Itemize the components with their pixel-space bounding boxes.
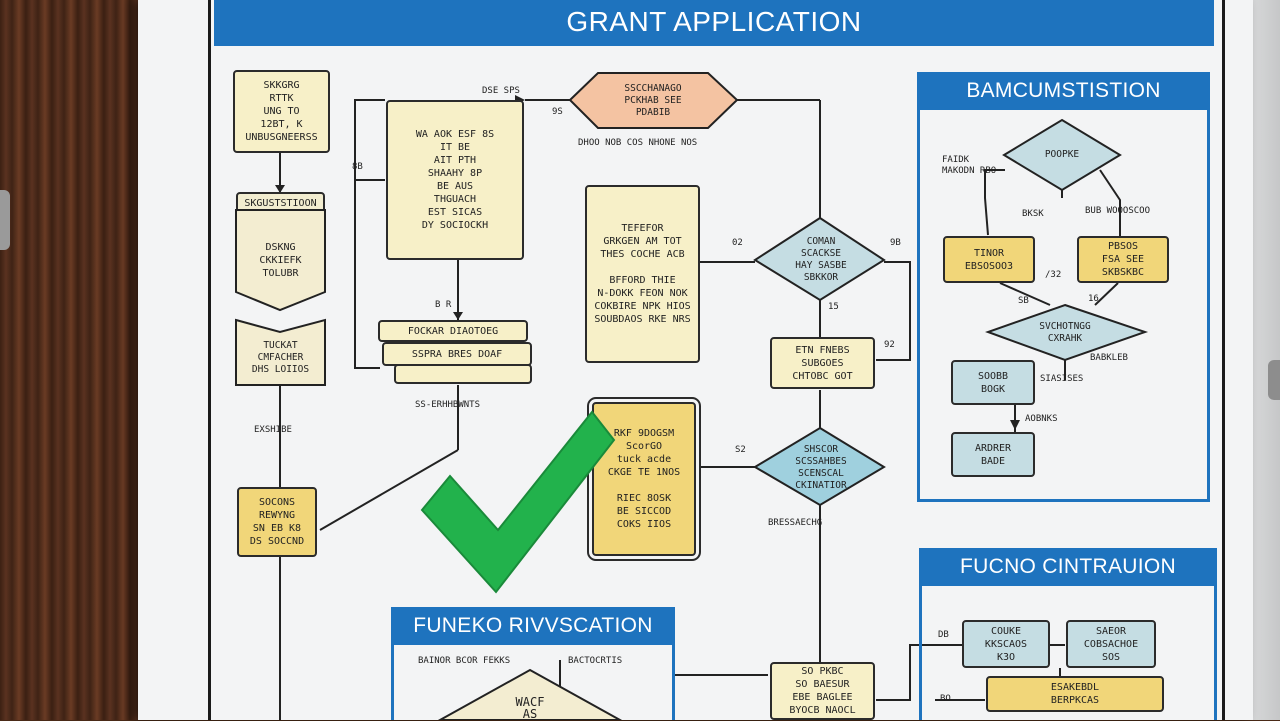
decision-diamond-1 [753,216,886,302]
label-8: 92 [884,340,895,350]
label-4: 8B [352,162,363,172]
label-26: BO [940,694,951,704]
label-23: SIASISES [1040,374,1084,384]
decision-diamond-3 [1002,118,1122,192]
label-5: 02 [732,238,743,248]
step-box-review: TEFEFOR GRKGEN AM TOT THES COCHE ACB BFF… [585,185,700,363]
step-box-stack-1: FOCKAR DIAOTOEG [378,320,528,342]
poster-frame [208,0,1225,720]
label-1: DSE SPS [482,86,520,96]
label-16: FAIDK MAKODN RBO [942,155,997,176]
decision-diamond-4 [985,303,1149,362]
step-box-stack-3 [394,364,532,384]
clip-left [0,190,10,250]
label-13: BRESSAECHG [768,518,823,528]
diamond-3-text: POOPKE [1044,149,1080,160]
label-19: /32 [1045,270,1062,280]
bottom-right-box-1: COUKE KKSCAOS K3O [962,620,1050,668]
section-header-bottom-mid: FUNEKO RIVVSCATION [391,607,675,645]
label-10: SS-ERHHBWNTS [415,400,481,410]
step-box-final: SO PKBC SO BAESUR EBE BAGLEE BYOCB NAOCL [770,662,875,720]
page-title: GRANT APPLICATION [214,0,1214,46]
right-box-3: SOOBB BOGK [951,360,1035,405]
step-box-1: SKKGRG RTTK UNG TO 12BT, K UNBUSGNEERSS [233,70,330,153]
label-12: S2 [735,445,746,455]
label-20: SB [1018,296,1029,306]
label-2: 9S [552,107,563,117]
hexagon-text: SSCCHANAGO PCKHAB SEE PDABIB [624,83,682,118]
decision-diamond-2 [753,426,886,507]
step-box-main: WA AOK ESF 8S IT BE AIT PTH SHAAHY 8P BE… [386,100,524,260]
label-24: AOBNKS [1025,414,1058,424]
wood-background [0,0,150,720]
section-header-right-bottom: FUCNO CINTRAUION [919,548,1217,586]
label-7: 15 [828,302,839,312]
step-box-3: TUCKAT CMFACHER DHS LOIIOS [251,339,310,375]
diamond-5-text: WACF AS [515,694,545,721]
right-box-2: PBSOS FSA SEE SKBSKBC [1077,236,1169,283]
right-box-1: TINOR EBSOSOO3 [943,236,1035,283]
label-9: B R [435,300,452,310]
label-15: BACTOCRTIS [568,656,623,666]
right-box-4: ARDRER BADE [951,432,1035,477]
bottom-right-box-2: SAEOR COBSACHOE SOS [1066,620,1156,668]
label-17: BKSK [1022,209,1044,219]
decision-diamond-5 [437,668,623,720]
clip-right [1268,360,1280,400]
label-6: 9B [890,238,901,248]
bottom-right-box-3: ESAKEBDL BERPKCAS [986,676,1164,712]
diamond-2-text: SHSCOR SCSSAHBES SCENSCAL CKINATIOR [795,444,847,491]
label-21: 16 [1088,294,1099,304]
label-22: BABKLEB [1090,353,1128,363]
label-25: DB [938,630,949,640]
label-11: EXSHIBE [254,425,292,435]
diamond-1-text: COMAN SCACKSE HAY SASBE SBKKOR [795,236,847,283]
step-box-approval: SOCONS REWYNG SN EB K8 DS SOCCND [237,487,317,557]
diamond-4-text: SVCHOTNGG CXRAHK [1039,321,1091,344]
label-3: DHOO NOB COS NHONE NOS [578,138,698,148]
step-box-check: ETN FNEBS SUBGOES CHTOBC GOT [770,337,875,389]
decision-hexagon [568,72,739,129]
label-18: BUB WOOOSCOO [1085,206,1151,216]
section-header-right-top: BAMCUMSTISTION [917,72,1210,110]
label-14: BAINOR BCOR FEKKS [418,656,511,666]
step-box-award: RKF 9DOGSM ScorGO tuck acde CKGE TE 1NOS… [587,397,701,561]
